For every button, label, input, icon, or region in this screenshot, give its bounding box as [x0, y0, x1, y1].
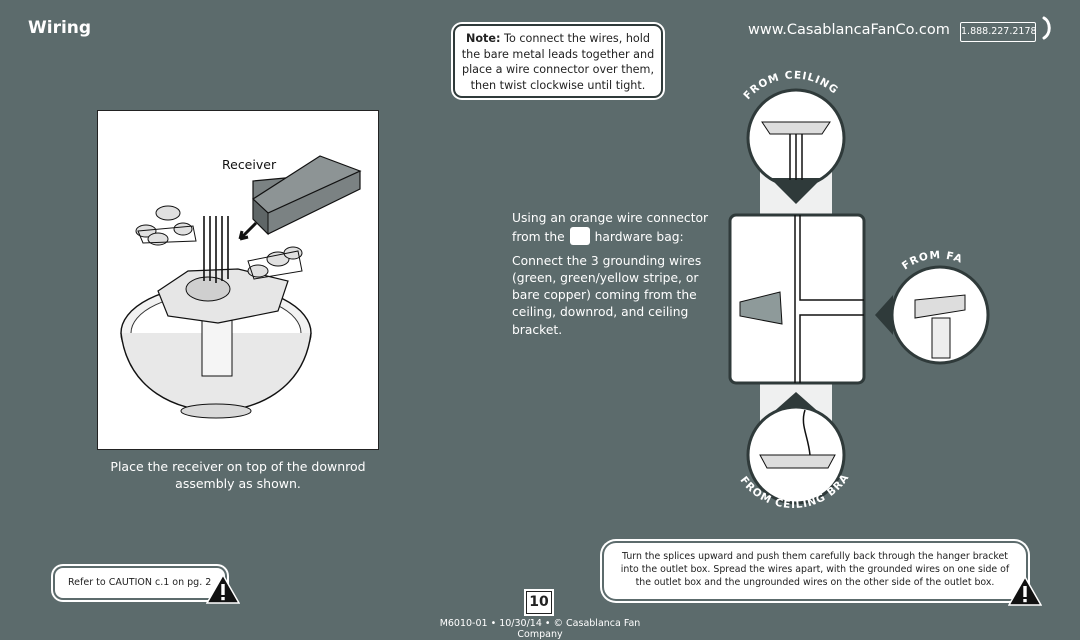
note-text-2: the bare metal leads together and: [461, 47, 655, 61]
website-link[interactable]: www.CasablancaFanCo.com: [748, 22, 950, 38]
connector-instruction: Using an orange wire connector from the …: [512, 211, 709, 246]
grounding-instructions: Using an orange wire connector from the …: [512, 210, 727, 345]
note-text-4: then twist clockwise until tight.: [470, 78, 646, 92]
phone-icon: [1042, 16, 1051, 40]
note-text-3: place a wire connector over them,: [461, 63, 655, 76]
wire-connector-box: [728, 213, 866, 385]
wire-nut-icon: [739, 291, 783, 325]
caption-line-2: assembly as shown.: [175, 476, 301, 491]
receiver-label: Receiver: [222, 157, 277, 172]
caption-line-1: Place the receiver on top of the downrod: [110, 459, 366, 474]
document-info: M6010-01 • 10/30/14 • © Casablanca Fan C…: [439, 618, 641, 640]
page-title: Wiring: [28, 18, 92, 38]
note-box: Note: To connect the wires, hold the bar…: [453, 24, 663, 98]
grounding-diagram: FROM CEILING FROM FAN FROM CEILING BRACK…: [700, 70, 990, 511]
page-number: 10: [526, 591, 552, 614]
receiver-figure: Receiver: [97, 110, 379, 450]
receiver-device: [252, 155, 362, 236]
splice-instruction-box: Turn the splices upward and push them ca…: [604, 543, 1026, 599]
hardware-bag-icon: [569, 227, 590, 246]
note-text-1: To connect the wires, hold: [500, 32, 650, 45]
receiver-caption: Place the receiver on top of the downrod…: [96, 458, 380, 492]
warning-icon: [1008, 576, 1042, 606]
note-label: Note:: [465, 32, 501, 45]
grounding-instruction: Connect the 3 grounding wires (green, gr…: [512, 253, 702, 337]
caution-reference: Refer to CAUTION c.1 on pg. 2: [55, 568, 225, 598]
warning-icon: [206, 574, 240, 604]
phone-number: 1.888.227.2178: [960, 22, 1037, 42]
receiver-illustration: Receiver: [120, 155, 362, 419]
